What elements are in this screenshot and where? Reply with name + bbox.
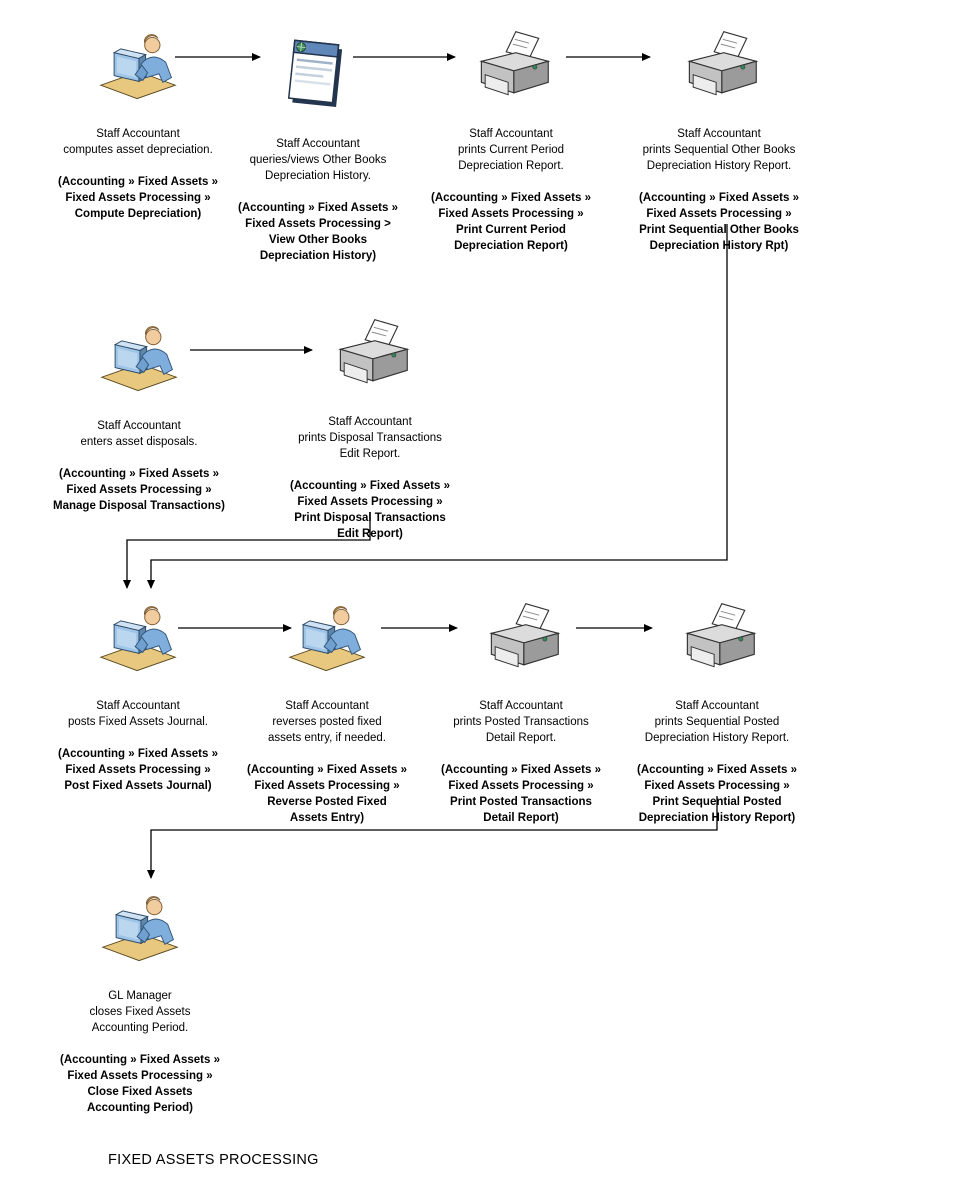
node-print-current-period-report: Staff Accountant prints Current Period D… bbox=[416, 26, 606, 270]
person-computer-icon bbox=[284, 598, 370, 682]
node-menu-path: (Accounting » Fixed Assets » Fixed Asset… bbox=[431, 192, 591, 252]
node-menu-path: (Accounting » Fixed Assets » Fixed Asset… bbox=[247, 764, 407, 824]
node-close-accounting-period: GL Manager closes Fixed Assets Accountin… bbox=[40, 888, 240, 1132]
person-computer-icon bbox=[95, 598, 181, 682]
printer-icon bbox=[468, 26, 554, 110]
printer-icon bbox=[327, 314, 413, 398]
person-computer-icon bbox=[95, 26, 181, 110]
node-description: Staff Accountant reverses posted fixed a… bbox=[267, 700, 387, 744]
node-menu-path: (Accounting » Fixed Assets » Fixed Asset… bbox=[53, 468, 225, 512]
node-print-sequential-other-books: Staff Accountant prints Sequential Other… bbox=[612, 26, 826, 270]
node-menu-path: (Accounting » Fixed Assets » Fixed Asset… bbox=[238, 202, 398, 262]
node-description: Staff Accountant prints Sequential Poste… bbox=[644, 700, 790, 744]
printer-icon bbox=[674, 598, 760, 682]
person-computer-icon bbox=[97, 888, 183, 972]
node-view-other-books-history: Staff Accountant queries/views Other Boo… bbox=[216, 36, 420, 280]
node-post-fixed-assets-journal: Staff Accountant posts Fixed Assets Jour… bbox=[38, 598, 238, 810]
node-description: Staff Accountant posts Fixed Assets Jour… bbox=[68, 700, 208, 728]
node-menu-path: (Accounting » Fixed Assets » Fixed Asset… bbox=[290, 480, 450, 540]
person-computer-icon bbox=[96, 318, 182, 402]
node-menu-path: (Accounting » Fixed Assets » Fixed Asset… bbox=[441, 764, 601, 824]
node-manage-disposal-transactions: Staff Accountant enters asset disposals.… bbox=[32, 318, 246, 530]
node-description: Staff Accountant computes asset deprecia… bbox=[63, 128, 213, 156]
node-print-disposal-edit-report: Staff Accountant prints Disposal Transac… bbox=[268, 314, 472, 558]
node-menu-path: (Accounting » Fixed Assets » Fixed Asset… bbox=[639, 192, 799, 252]
node-description: Staff Accountant prints Sequential Other… bbox=[642, 128, 796, 172]
node-description: Staff Accountant prints Disposal Transac… bbox=[298, 416, 442, 460]
node-description: Staff Accountant prints Posted Transacti… bbox=[453, 700, 589, 744]
diagram-title: FIXED ASSETS PROCESSING bbox=[108, 1152, 319, 1168]
node-description: Staff Accountant enters asset disposals. bbox=[80, 420, 198, 448]
node-print-posted-transactions-detail: Staff Accountant prints Posted Transacti… bbox=[421, 598, 621, 842]
node-menu-path: (Accounting » Fixed Assets » Fixed Asset… bbox=[637, 764, 797, 824]
node-description: Staff Accountant queries/views Other Boo… bbox=[249, 138, 387, 182]
node-description: GL Manager closes Fixed Assets Accountin… bbox=[89, 990, 191, 1034]
node-reverse-posted-entry: Staff Accountant reverses posted fixed a… bbox=[227, 598, 427, 842]
node-print-sequential-posted-history: Staff Accountant prints Sequential Poste… bbox=[605, 598, 829, 842]
node-description: Staff Accountant prints Current Period D… bbox=[457, 128, 565, 172]
browser-window-icon bbox=[275, 36, 361, 120]
node-menu-path: (Accounting » Fixed Assets » Fixed Asset… bbox=[58, 176, 218, 220]
node-menu-path: (Accounting » Fixed Assets » Fixed Asset… bbox=[58, 748, 218, 792]
node-menu-path: (Accounting » Fixed Assets » Fixed Asset… bbox=[60, 1054, 220, 1114]
printer-icon bbox=[478, 598, 564, 682]
printer-icon bbox=[676, 26, 762, 110]
node-compute-depreciation: Staff Accountant computes asset deprecia… bbox=[43, 26, 233, 238]
